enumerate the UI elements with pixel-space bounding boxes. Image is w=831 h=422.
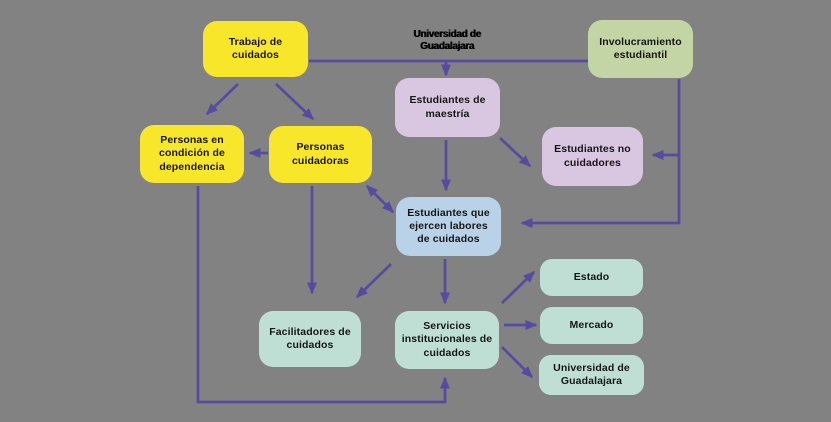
node-facilitadores-de-cuidados: Facilitadores de cuidados <box>259 311 361 367</box>
edge-servicios-to-universidad <box>501 346 534 379</box>
node-estudiantes-que-ejercen-labores-de-cuidados: Estudiantes que ejercen labores de cuida… <box>396 197 501 256</box>
node-label: Estudiantes no cuidadores <box>554 143 631 169</box>
node-involucramiento-estudiantil: Involucramiento estudiantil <box>588 20 693 78</box>
edge-servicios-to-estado <box>501 270 536 304</box>
node-label: Trabajo de cuidados <box>228 35 283 61</box>
node-personas-cuidadoras: Personas cuidadoras <box>269 126 372 183</box>
node-estudiantes-de-maestria: Estudiantes de maestría <box>395 78 500 137</box>
node-label: Involucramiento estudiantil <box>599 35 682 61</box>
edge-ejercen-to-facilitadores <box>355 263 392 299</box>
edge-involucramiento-to-ejercen <box>520 155 681 228</box>
node-universidad-de-guadalajara: Universidad de Guadalajara <box>539 355 644 395</box>
edge-dependencia-to-servicios <box>196 186 450 404</box>
node-label: Estudiantes que ejercen labores de cuida… <box>407 206 490 246</box>
node-personas-en-condicion-de-dependencia: Personas en condición de dependencia <box>140 125 244 183</box>
node-estado: Estado <box>540 259 643 296</box>
edge-cuidadoras-ejercen-bidirectional <box>365 184 395 214</box>
node-label: Universidad de Guadalajara <box>553 361 630 387</box>
node-label: Estudiantes de maestría <box>409 94 486 120</box>
node-label: Facilitadores de cuidados <box>269 325 351 351</box>
node-label: Personas cuidadoras <box>291 141 350 167</box>
edge-trabajo-to-dependencia <box>205 83 239 116</box>
node-label: Servicios institucionales de cuidados <box>401 320 493 359</box>
node-label: Estado <box>573 270 610 283</box>
edge-label-universidad-de-guadalajara: Universidad de Guadalajara <box>413 29 481 52</box>
node-label: Personas en condición de dependencia <box>159 134 225 173</box>
node-trabajo-de-cuidados: Trabajo de cuidados <box>203 21 308 77</box>
node-mercado: Mercado <box>540 307 643 344</box>
node-estudiantes-no-cuidadores: Estudiantes no cuidadores <box>542 127 643 186</box>
edge-trabajo-to-cuidadoras <box>275 83 315 121</box>
node-label: Mercado <box>569 318 614 331</box>
node-servicios-institucionales-de-cuidados: Servicios institucionales de cuidados <box>395 311 499 369</box>
edge-involucramiento-to-no-cuidadores <box>651 79 681 160</box>
edge-maestria-to-no-cuidadores <box>499 137 532 168</box>
